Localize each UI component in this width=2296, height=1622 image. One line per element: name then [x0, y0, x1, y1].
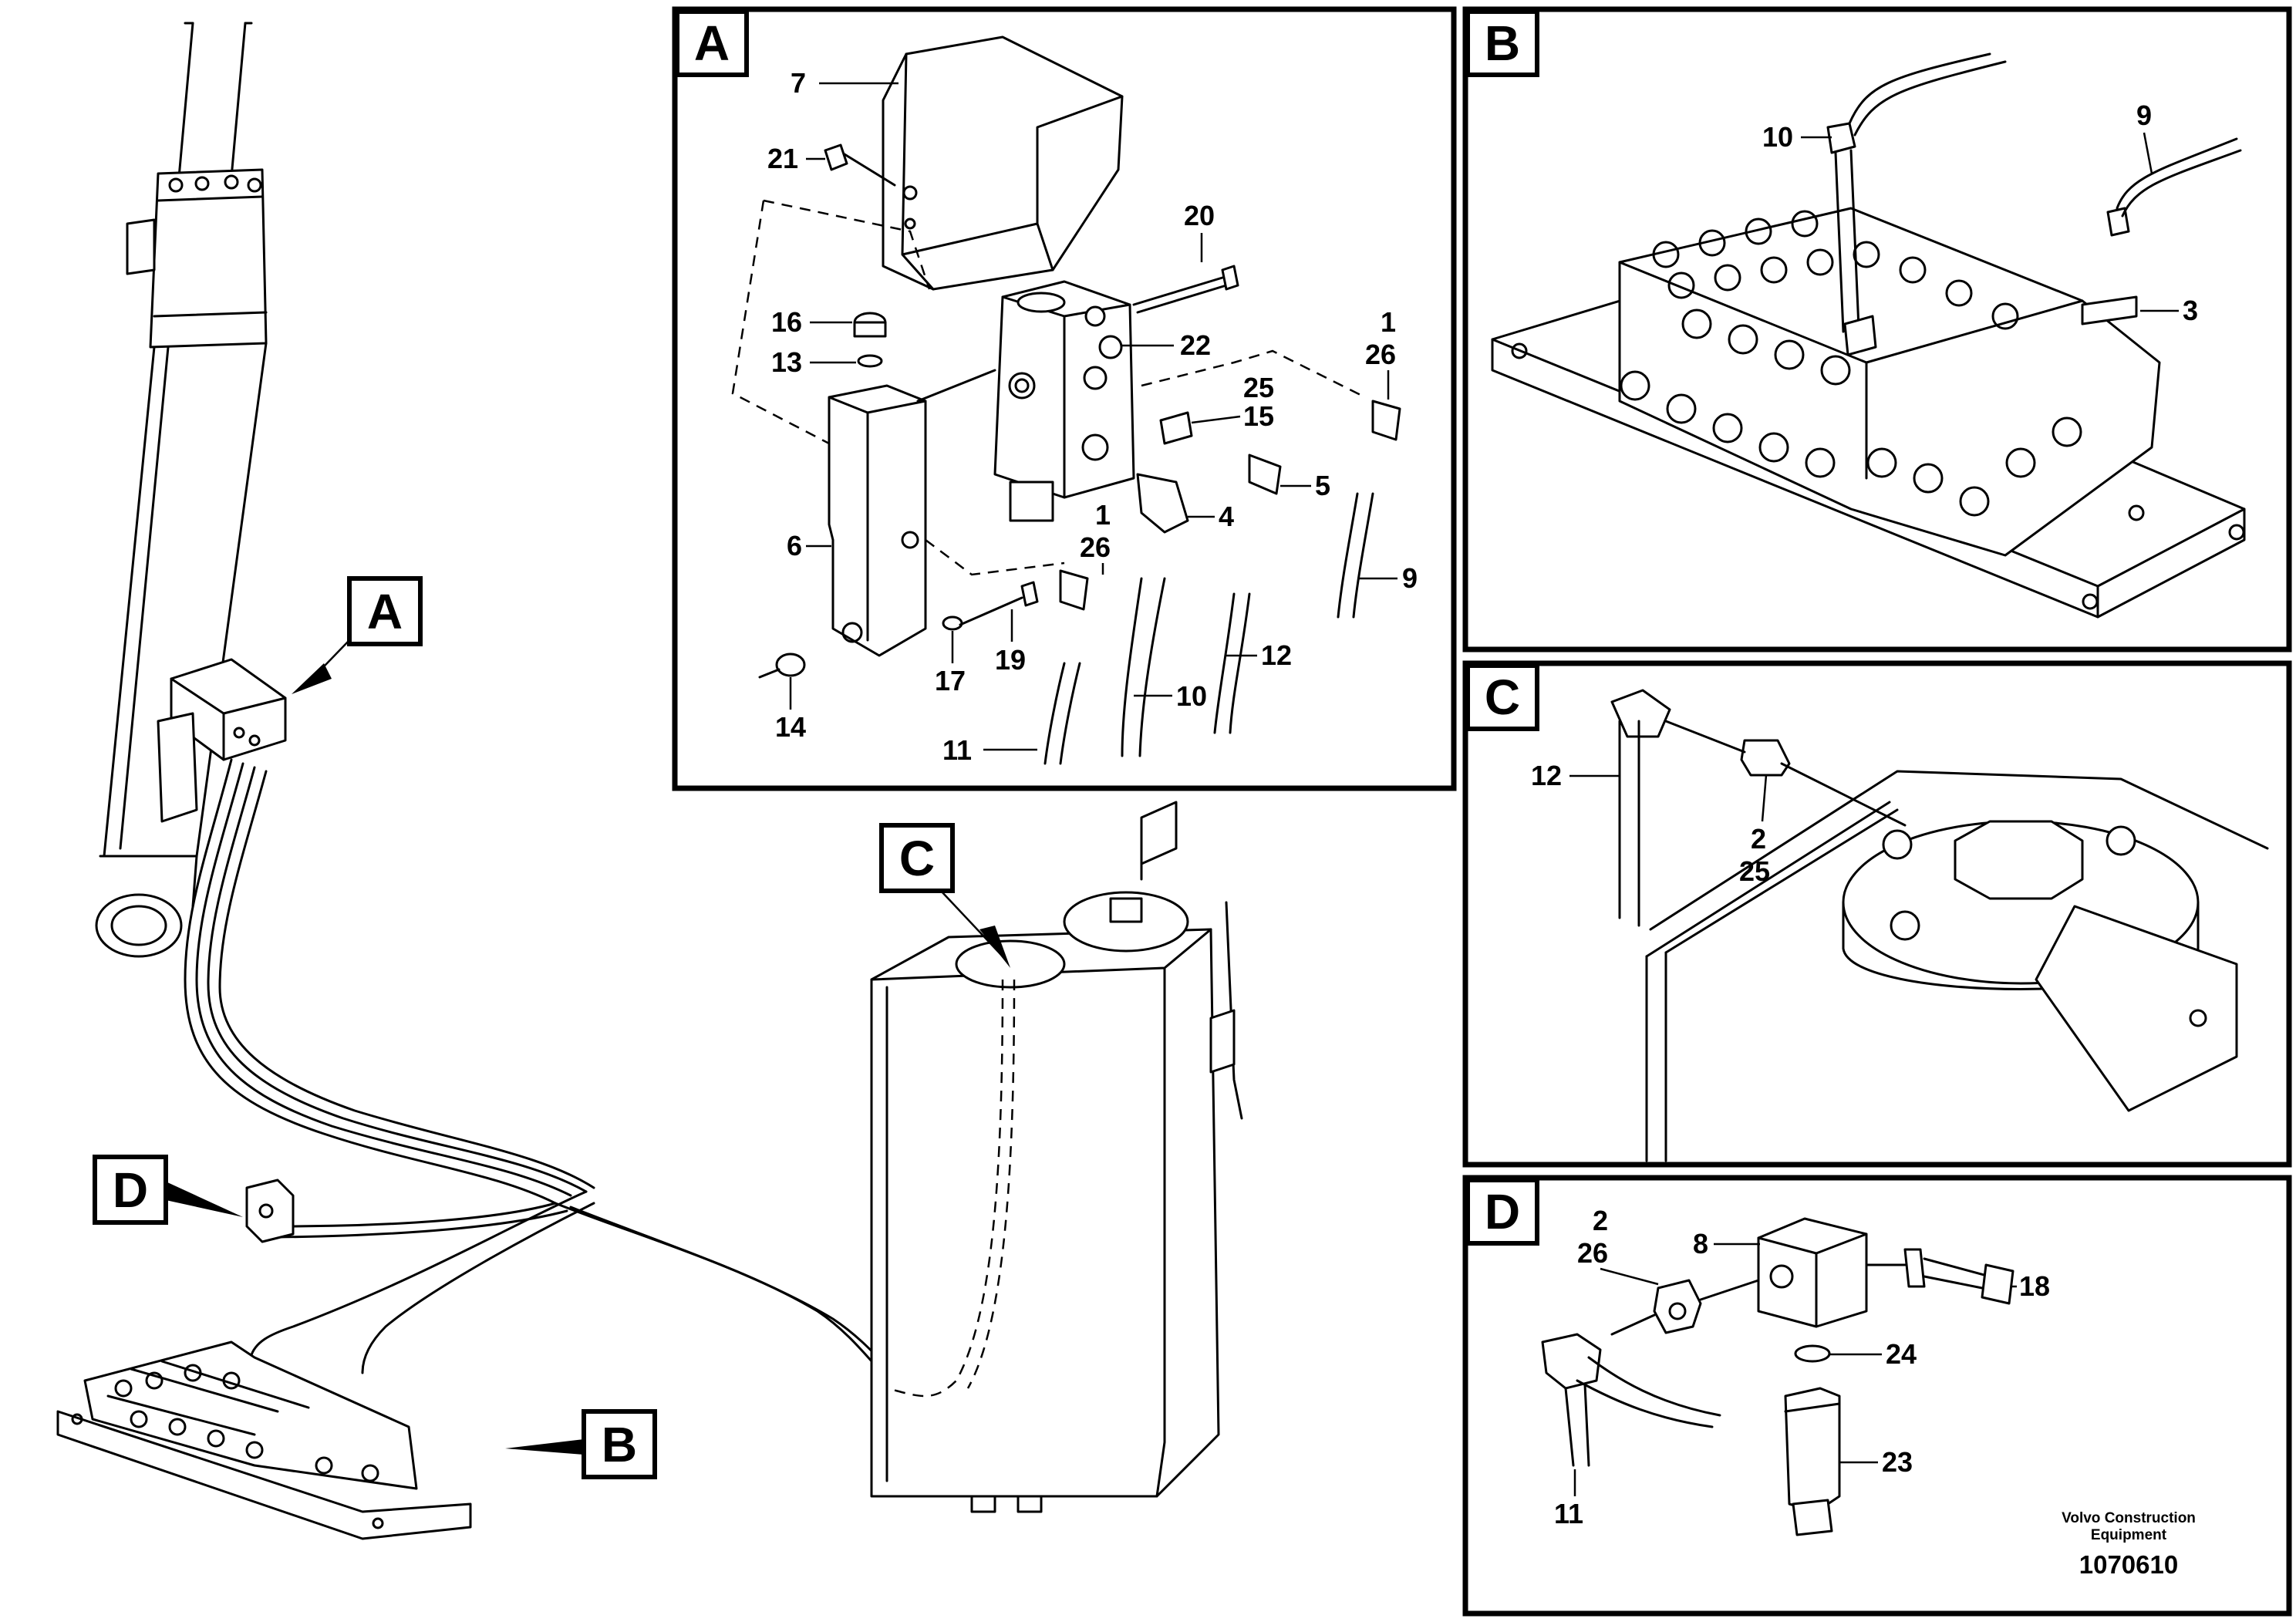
callout-6: 6 [787, 530, 831, 561]
callout-19: 19 [995, 609, 1026, 676]
svg-text:21: 21 [767, 143, 798, 174]
callout-20: 20 [1184, 200, 1215, 262]
tag-D[interactable]: D [93, 1155, 243, 1225]
callout-9: 9 [1357, 562, 1418, 594]
footer-company-line1: Volvo Construction [2062, 1510, 2196, 1526]
svg-text:B: B [1485, 15, 1520, 71]
footer-figure-number: 1070610 [2079, 1550, 2179, 1579]
callout-D-8: 8 [1693, 1228, 1760, 1259]
callout-10: 10 [1134, 680, 1207, 712]
svg-text:10: 10 [1762, 121, 1793, 153]
callout-D-26: 26 [1577, 1237, 1659, 1286]
control-valve-main [56, 1340, 472, 1540]
callout-13: 13 [771, 346, 856, 378]
valve-ports [1511, 210, 2245, 610]
svg-text:1: 1 [1095, 499, 1111, 531]
panel-B: B 10 9 3 [1462, 6, 2292, 653]
svg-text:9: 9 [1402, 562, 1418, 594]
tag-C[interactable]: C [879, 823, 1010, 968]
callout-D-2: 2 [1593, 1205, 1608, 1236]
panel-A: A [672, 6, 1457, 791]
callout-25: 25 [1243, 372, 1274, 403]
callout-B-3: 3 [2140, 295, 2198, 326]
svg-text:13: 13 [771, 346, 802, 378]
callout-D-24: 24 [1829, 1338, 1917, 1370]
callout-21: 21 [767, 143, 825, 174]
callout-12: 12 [1226, 639, 1292, 671]
svg-text:24: 24 [1886, 1338, 1917, 1370]
svg-text:1: 1 [1381, 306, 1396, 338]
callout-16: 16 [771, 306, 852, 338]
callout-15: 15 [1191, 400, 1274, 432]
callout-C-12: 12 [1531, 760, 1620, 791]
svg-text:15: 15 [1243, 400, 1274, 432]
svg-text:A: A [367, 584, 403, 639]
callout-4: 4 [1188, 501, 1234, 532]
svg-text:2: 2 [1593, 1205, 1608, 1236]
callout-22: 22 [1122, 329, 1211, 361]
svg-text:12: 12 [1261, 639, 1292, 671]
tag-A[interactable]: A [292, 576, 423, 694]
callout-1b: 1 [1095, 499, 1111, 531]
callout-D-23: 23 [1839, 1446, 1913, 1478]
svg-text:26: 26 [1365, 339, 1396, 370]
svg-text:9: 9 [2136, 99, 2152, 131]
svg-text:2: 2 [1751, 823, 1766, 855]
svg-text:26: 26 [1080, 531, 1111, 563]
svg-text:5: 5 [1315, 470, 1330, 501]
svg-text:4: 4 [1219, 501, 1234, 532]
svg-text:23: 23 [1882, 1446, 1913, 1478]
svg-text:25: 25 [1739, 855, 1770, 887]
valve-block-d-main [245, 1179, 295, 1243]
svg-text:C: C [899, 831, 935, 886]
callout-5: 5 [1280, 470, 1330, 501]
svg-text:11: 11 [942, 734, 972, 766]
callout-14: 14 [775, 677, 806, 743]
svg-text:17: 17 [935, 665, 966, 696]
panel-D: D 2 26 8 18 24 11 23 [1462, 1175, 2292, 1617]
svg-text:10: 10 [1176, 680, 1207, 712]
svg-text:7: 7 [791, 67, 806, 99]
svg-text:19: 19 [995, 644, 1026, 676]
panel-C: C 12 2 25 [1462, 660, 2292, 1168]
svg-text:25: 25 [1243, 372, 1274, 403]
svg-text:11: 11 [1554, 1498, 1583, 1529]
callout-B-9: 9 [2136, 99, 2153, 174]
callout-26b: 26 [1080, 531, 1111, 575]
callout-D-11: 11 [1554, 1469, 1583, 1529]
svg-text:12: 12 [1531, 760, 1562, 791]
svg-text:6: 6 [787, 530, 802, 561]
svg-text:C: C [1485, 669, 1520, 725]
svg-text:20: 20 [1184, 200, 1215, 231]
svg-text:A: A [694, 15, 730, 71]
svg-text:D: D [113, 1162, 148, 1218]
svg-text:B: B [602, 1417, 637, 1472]
callout-7: 7 [791, 67, 899, 99]
callout-17: 17 [935, 631, 966, 696]
boom-cylinder [95, 22, 268, 958]
valve-block-a-main [157, 658, 287, 823]
svg-text:D: D [1485, 1184, 1520, 1239]
callout-26a: 26 [1365, 339, 1396, 400]
callout-11: 11 [942, 734, 1037, 766]
callout-C-25: 25 [1739, 855, 1770, 887]
callout-B-10: 10 [1762, 121, 1832, 153]
svg-text:26: 26 [1577, 1237, 1608, 1269]
tag-B[interactable]: B [505, 1409, 657, 1479]
svg-text:16: 16 [771, 306, 802, 338]
callout-1a: 1 [1381, 306, 1396, 338]
svg-text:22: 22 [1180, 329, 1211, 361]
svg-text:14: 14 [775, 711, 806, 743]
footer-company-line2: Equipment [2090, 1527, 2167, 1543]
callout-D-18: 18 [2011, 1270, 2050, 1302]
svg-text:3: 3 [2183, 295, 2198, 326]
hose-bundle [184, 758, 919, 1398]
svg-text:18: 18 [2019, 1270, 2050, 1302]
svg-text:8: 8 [1693, 1228, 1708, 1259]
hydraulic-tank-main [870, 801, 1243, 1513]
callout-C-2: 2 [1751, 774, 1768, 855]
